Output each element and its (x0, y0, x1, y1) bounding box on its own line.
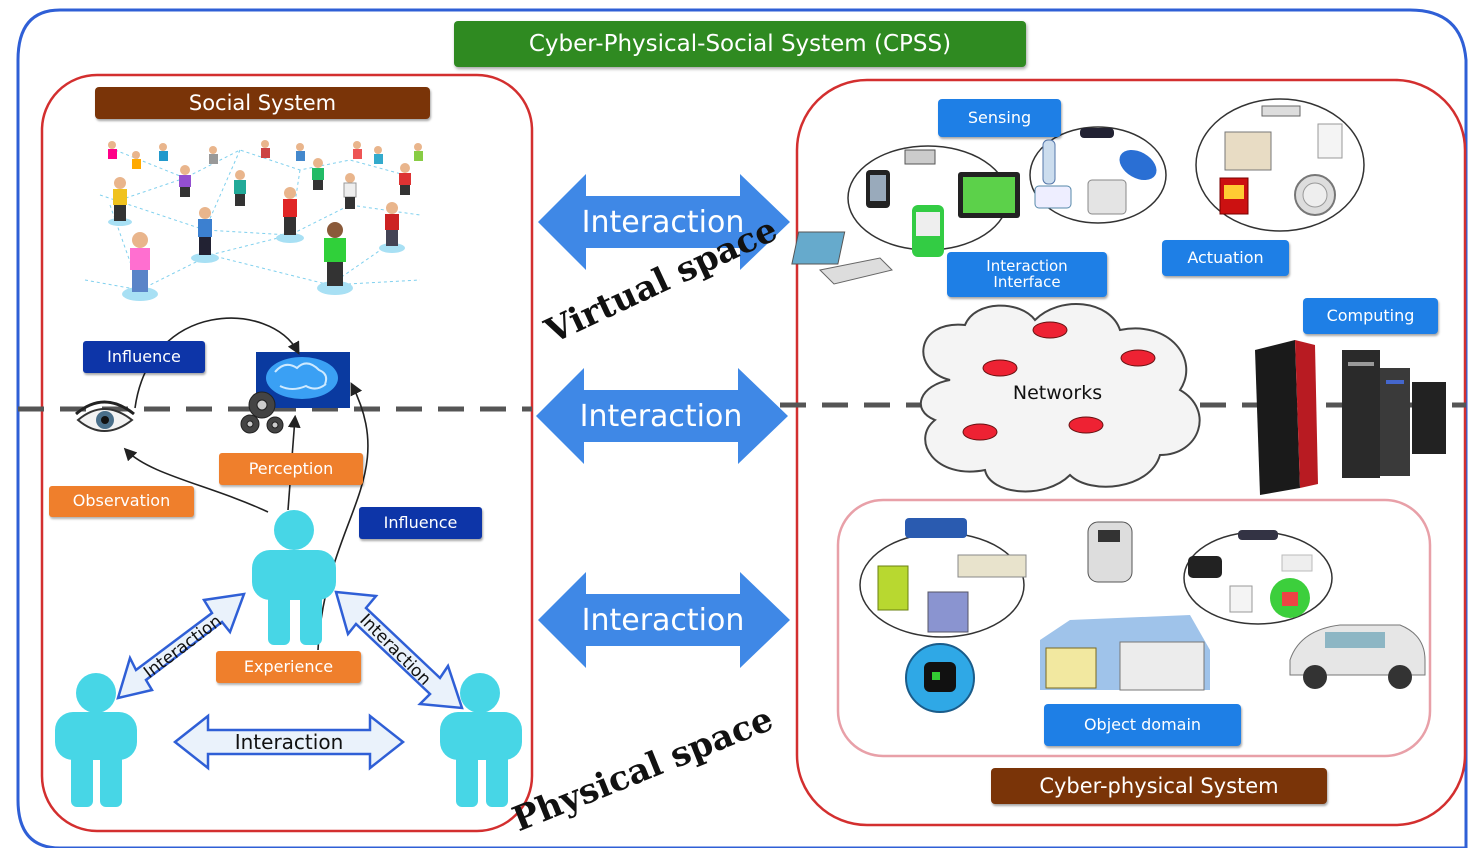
interaction-bottom-center-label: Interaction (581, 602, 745, 638)
object-domain-boundary (836, 498, 1432, 758)
experience-label: Experience (216, 651, 361, 683)
interaction-arrow-bottom (172, 713, 406, 771)
person-top-icon (252, 510, 336, 645)
interaction-interface-label: Interaction Interface (947, 252, 1107, 297)
network-cloud (919, 303, 1201, 493)
interaction-arrow-center-middle (536, 368, 788, 464)
observation-label: Observation (49, 486, 194, 517)
interaction-top-label: Interaction (581, 204, 745, 240)
sensing-devices-cluster (791, 126, 1167, 285)
interaction-arrow-center-top (538, 174, 790, 270)
cyber-physical-boundary (795, 78, 1467, 827)
influence-right-label: Influence (359, 507, 482, 539)
influence-experience-curve (317, 382, 369, 651)
interaction-arrow-center-bottom (538, 572, 790, 668)
social-network-illustration (84, 140, 423, 301)
perception-label: Perception (219, 453, 363, 485)
person-right-icon (440, 673, 522, 807)
social-system-title: Social System (95, 87, 430, 119)
interaction-middle-label: Interaction (579, 398, 743, 434)
object-domain-label: Object domain (1044, 704, 1241, 746)
actuation-devices-cluster (1195, 98, 1365, 232)
cyber-physical-system-title: Cyber-physical System (991, 768, 1327, 804)
influence-top-label: Influence (83, 341, 205, 373)
interaction-arrow-left (116, 592, 246, 700)
computing-servers-image (1255, 340, 1446, 495)
cpss-outer-boundary (16, 8, 1468, 848)
networks-label: Networks (1012, 382, 1103, 404)
gears-icon (240, 391, 284, 434)
interaction-bottom-label: Interaction (234, 730, 344, 754)
computing-label: Computing (1303, 298, 1438, 334)
sensing-label: Sensing (938, 99, 1061, 137)
actuation-label: Actuation (1162, 240, 1289, 276)
cpss-title: Cyber-Physical-Social System (CPSS) (454, 21, 1026, 67)
eye-image (75, 400, 135, 432)
person-left-icon (55, 673, 137, 807)
observation-curve-arrow (123, 447, 269, 513)
object-domain-images (859, 518, 1426, 713)
interaction-arrow-right (334, 590, 464, 710)
social-system-boundary (40, 73, 534, 833)
